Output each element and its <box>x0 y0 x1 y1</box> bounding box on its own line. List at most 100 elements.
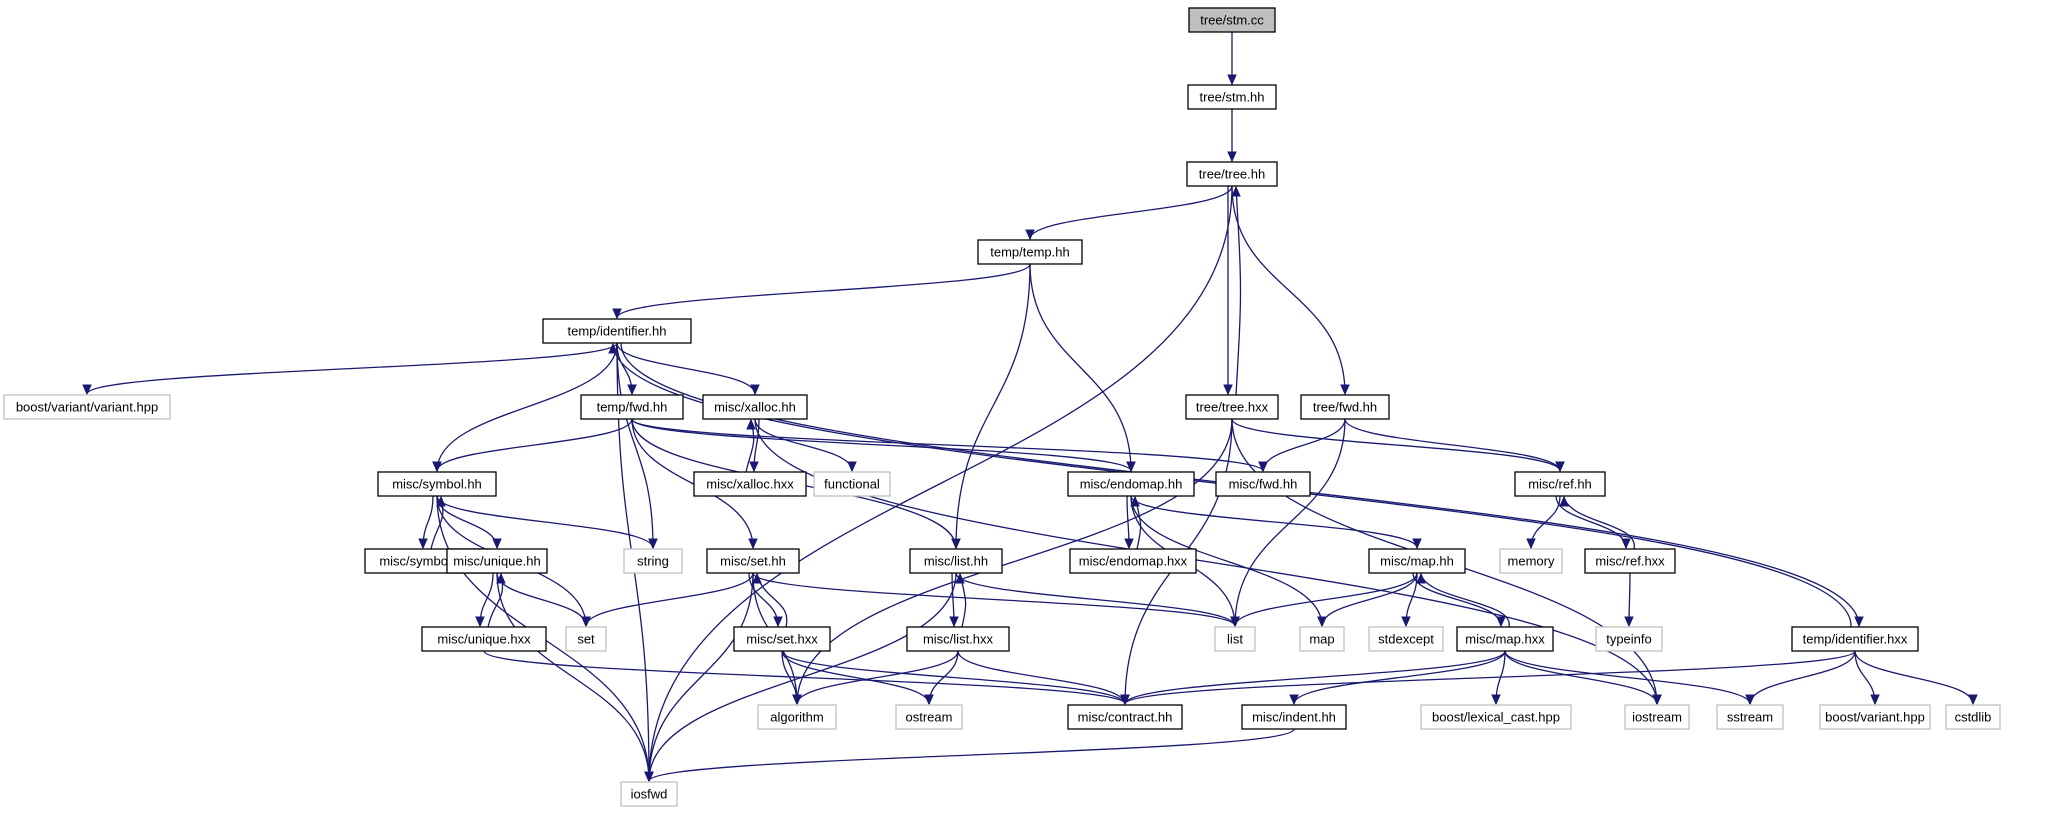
edge-line <box>585 572 754 627</box>
node-misc-endomap-hh[interactable]: misc/endomap.hh <box>1067 471 1195 497</box>
node-boost-variant-hpp: boost/variant.hpp <box>1819 704 1931 730</box>
node-tree-stm-hh[interactable]: tree/stm.hh <box>1187 84 1277 110</box>
node-misc-unique-hxx[interactable]: misc/unique.hxx <box>421 626 547 652</box>
node-misc-xalloc-hxx[interactable]: misc/xalloc.hxx <box>693 471 807 497</box>
node-misc-indent-hh[interactable]: misc/indent.hh <box>1241 704 1347 730</box>
edge-tree-tree-hxx-to-misc-ref-hh <box>1231 418 1565 473</box>
arrow-head <box>847 461 857 473</box>
edge-line <box>1124 650 1856 705</box>
node-label: misc/map.hxx <box>1465 632 1545 647</box>
edge-misc-xalloc-hh-to-functional <box>754 418 857 473</box>
node-label: functional <box>824 477 880 492</box>
node-misc-list-hxx[interactable]: misc/list.hxx <box>906 626 1010 652</box>
node-misc-ref-hh[interactable]: misc/ref.hh <box>1514 471 1606 497</box>
node-label: temp/fwd.hh <box>597 400 668 415</box>
edge-temp-identifier-hxx-to-sstream <box>1745 650 1856 706</box>
edge-misc-unique-hh-to-iosfwd <box>496 572 654 783</box>
node-label: ostream <box>906 710 953 725</box>
edge-line <box>796 650 959 705</box>
edge-line <box>1504 650 1658 705</box>
node-label: cstdlib <box>1955 710 1992 725</box>
arrow-head <box>1412 538 1422 550</box>
node-box <box>1716 704 1784 730</box>
arrow-head <box>792 694 802 706</box>
edge-misc-list-hxx-to-algorithm <box>792 650 959 706</box>
edge-line <box>631 418 1264 472</box>
node-label: boost/variant/variant.hpp <box>16 400 158 415</box>
edge-line <box>1029 263 1132 472</box>
node-label: tree/tree.hh <box>1199 167 1266 182</box>
node-box <box>446 548 548 574</box>
node-label: misc/set.hh <box>720 554 786 569</box>
edge-misc-map-hxx-to-misc-map-hh <box>1416 572 1510 628</box>
arrow-head <box>627 384 637 396</box>
edge-line <box>496 572 587 627</box>
arrow-head <box>1491 694 1501 706</box>
node-box <box>1188 7 1276 33</box>
node-misc-map-hxx[interactable]: misc/map.hxx <box>1456 626 1554 652</box>
node-misc-ref-hxx[interactable]: misc/ref.hxx <box>1584 548 1676 574</box>
edge-misc-indent-hh-to-iosfwd <box>644 728 1295 783</box>
node-temp-fwd-hh[interactable]: temp/fwd.hh <box>580 394 684 420</box>
arrow-head <box>432 461 442 473</box>
edge-line <box>436 418 633 472</box>
node-label: boost/lexical_cast.hpp <box>1432 710 1560 725</box>
node-misc-map-hh[interactable]: misc/map.hh <box>1368 548 1466 574</box>
edge-temp-fwd-hh-to-misc-fwd-hh <box>631 418 1268 473</box>
edge-line <box>1262 418 1346 472</box>
edge-misc-ref-hh-to-memory <box>1526 495 1561 550</box>
arrow-head <box>1745 694 1755 706</box>
arrow-head <box>1289 694 1299 706</box>
edge-line <box>1235 186 1242 396</box>
node-misc-symbol-hh[interactable]: misc/symbol.hh <box>377 471 497 497</box>
node-box <box>620 781 678 807</box>
node-tree-stm-cc[interactable]: tree/stm.cc <box>1188 7 1276 33</box>
edge-line <box>483 650 1126 705</box>
node-temp-identifier-hxx[interactable]: temp/identifier.hxx <box>1791 626 1919 652</box>
node-misc-fwd-hh[interactable]: misc/fwd.hh <box>1215 471 1311 497</box>
node-box <box>1067 704 1183 730</box>
edge-misc-xalloc-hxx-to-misc-xalloc-hh <box>745 418 756 473</box>
edge-line <box>496 572 650 782</box>
edge-temp-fwd-hh-to-misc-set-hh <box>631 418 758 550</box>
arrow-head <box>1130 495 1140 507</box>
node-misc-set-hxx[interactable]: misc/set.hxx <box>733 626 831 652</box>
arrow-head <box>924 694 934 706</box>
node-temp-identifier-hh[interactable]: temp/identifier.hh <box>542 318 692 344</box>
edge-line <box>1749 650 1856 705</box>
arrow-head <box>1258 461 1268 473</box>
edge-misc-map-hh-to-map <box>1317 572 1418 628</box>
node-misc-unique-hh[interactable]: misc/unique.hh <box>446 548 548 574</box>
node-box <box>3 394 171 420</box>
node-box <box>1067 471 1195 497</box>
edge-misc-list-hh-to-misc-list-hxx <box>949 572 959 628</box>
node-label: misc/fwd.hh <box>1229 477 1298 492</box>
arrow-head <box>1559 495 1569 507</box>
node-tree-fwd-hh[interactable]: tree/fwd.hh <box>1300 394 1390 420</box>
node-tree-tree-hxx[interactable]: tree/tree.hxx <box>1185 394 1279 420</box>
node-box <box>706 548 800 574</box>
node-box <box>977 239 1083 265</box>
arrow-head <box>1968 694 1978 706</box>
edge-misc-ref-hxx-to-misc-ref-hh <box>1559 495 1635 550</box>
node-misc-set-hh[interactable]: misc/set.hh <box>706 548 800 574</box>
node-box <box>377 471 497 497</box>
arrow-head <box>496 572 506 584</box>
arrow-head <box>492 538 502 550</box>
node-memory: memory <box>1499 548 1563 574</box>
node-iostream: iostream <box>1624 704 1690 730</box>
node-tree-tree-hh[interactable]: tree/tree.hh <box>1186 161 1278 187</box>
node-misc-contract-hh[interactable]: misc/contract.hh <box>1067 704 1183 730</box>
edge-misc-set-hxx-to-misc-set-hh <box>752 572 788 628</box>
node-typeinfo: typeinfo <box>1595 626 1663 652</box>
node-label: boost/variant.hpp <box>1825 710 1925 725</box>
node-misc-endomap-hxx[interactable]: misc/endomap.hxx <box>1069 548 1197 574</box>
node-misc-list-hh[interactable]: misc/list.hh <box>909 548 1003 574</box>
edge-misc-set-hh-to-misc-set-hxx <box>748 572 783 628</box>
node-temp-temp-hh[interactable]: temp/temp.hh <box>977 239 1083 265</box>
arrow-head <box>1025 229 1035 241</box>
node-misc-xalloc-hh[interactable]: misc/xalloc.hh <box>702 394 808 420</box>
node-ostream: ostream <box>895 704 963 730</box>
node-label: tree/fwd.hh <box>1313 400 1377 415</box>
arrow-head <box>1526 538 1536 550</box>
